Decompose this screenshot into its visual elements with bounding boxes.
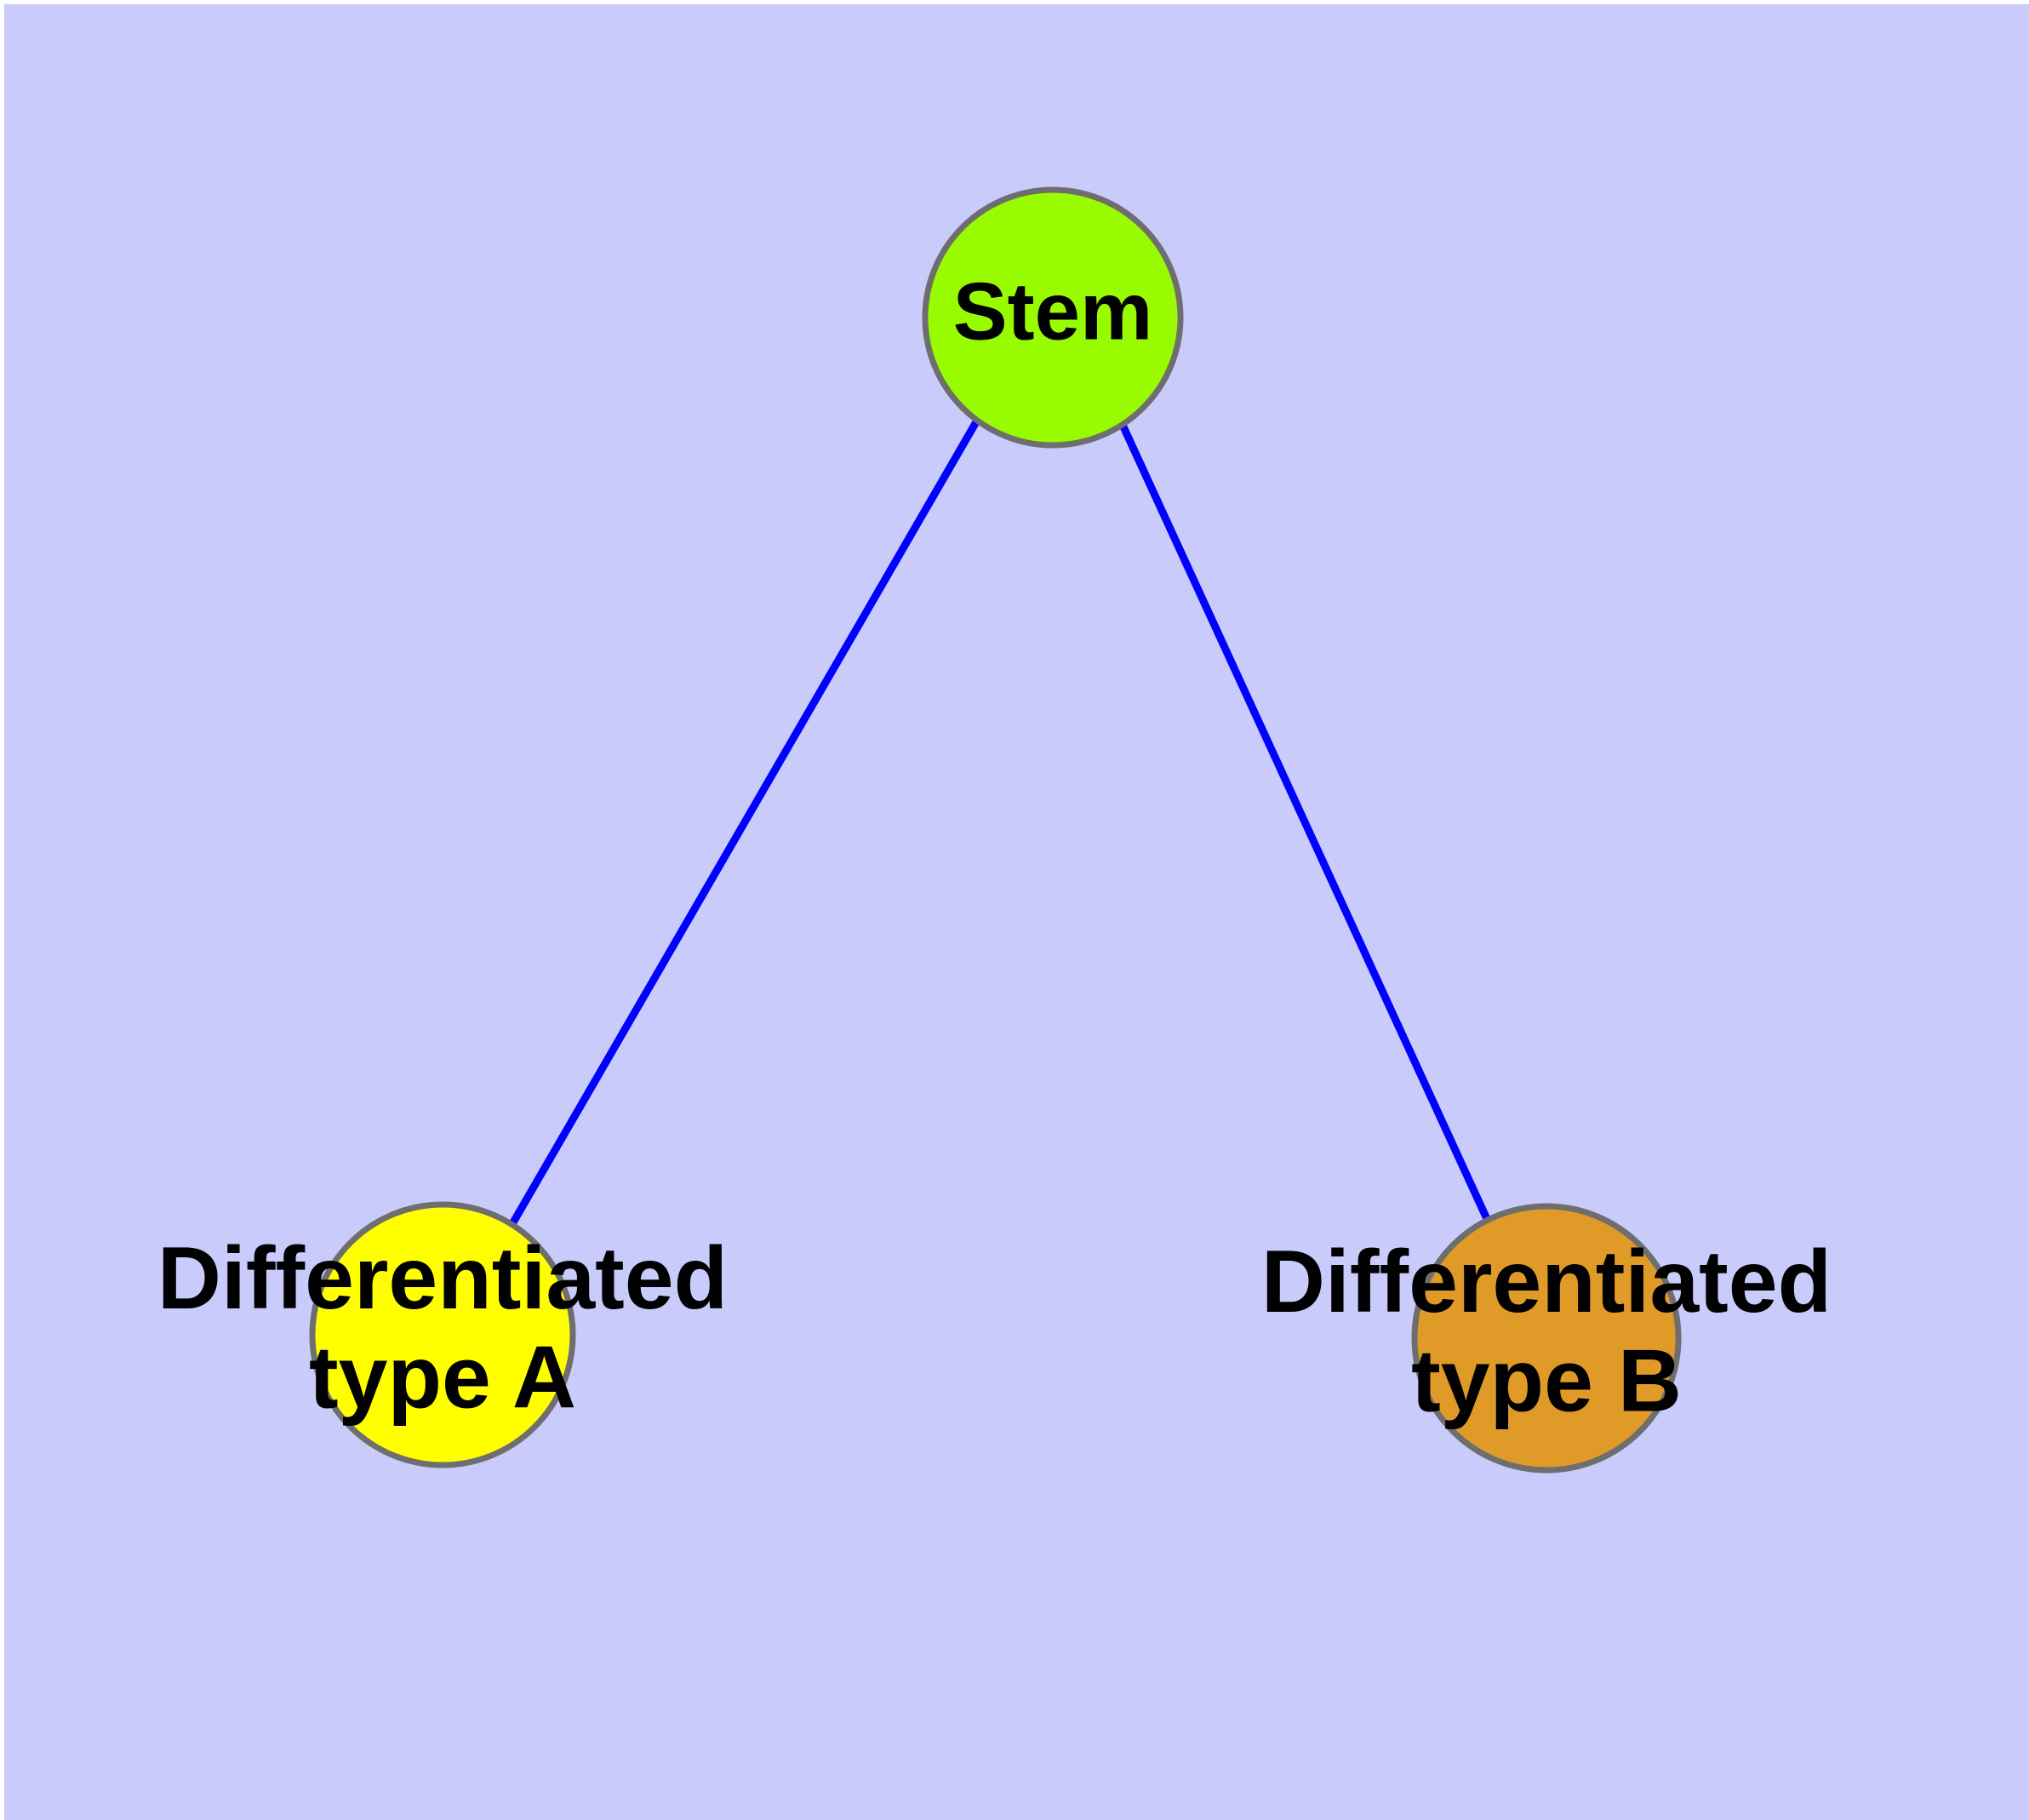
node-label-line: Stem [953, 266, 1153, 357]
node-stem[interactable] [922, 186, 1184, 449]
node-label-line: Differentiated [1261, 1233, 1832, 1331]
nodes-group [309, 186, 1682, 1474]
node-label-stem: Stem [953, 266, 1153, 357]
node-label-line: type A [309, 1329, 576, 1428]
edge-stem-diff-a[interactable] [510, 418, 980, 1225]
edges-group [510, 418, 1492, 1225]
edge-stem-diff-b[interactable] [1117, 421, 1492, 1222]
node-diff_b[interactable] [1411, 1203, 1682, 1474]
node-label-line: Differentiated [157, 1229, 728, 1328]
node-label-line: type B [1411, 1332, 1682, 1431]
node-diff_a[interactable] [309, 1201, 576, 1468]
